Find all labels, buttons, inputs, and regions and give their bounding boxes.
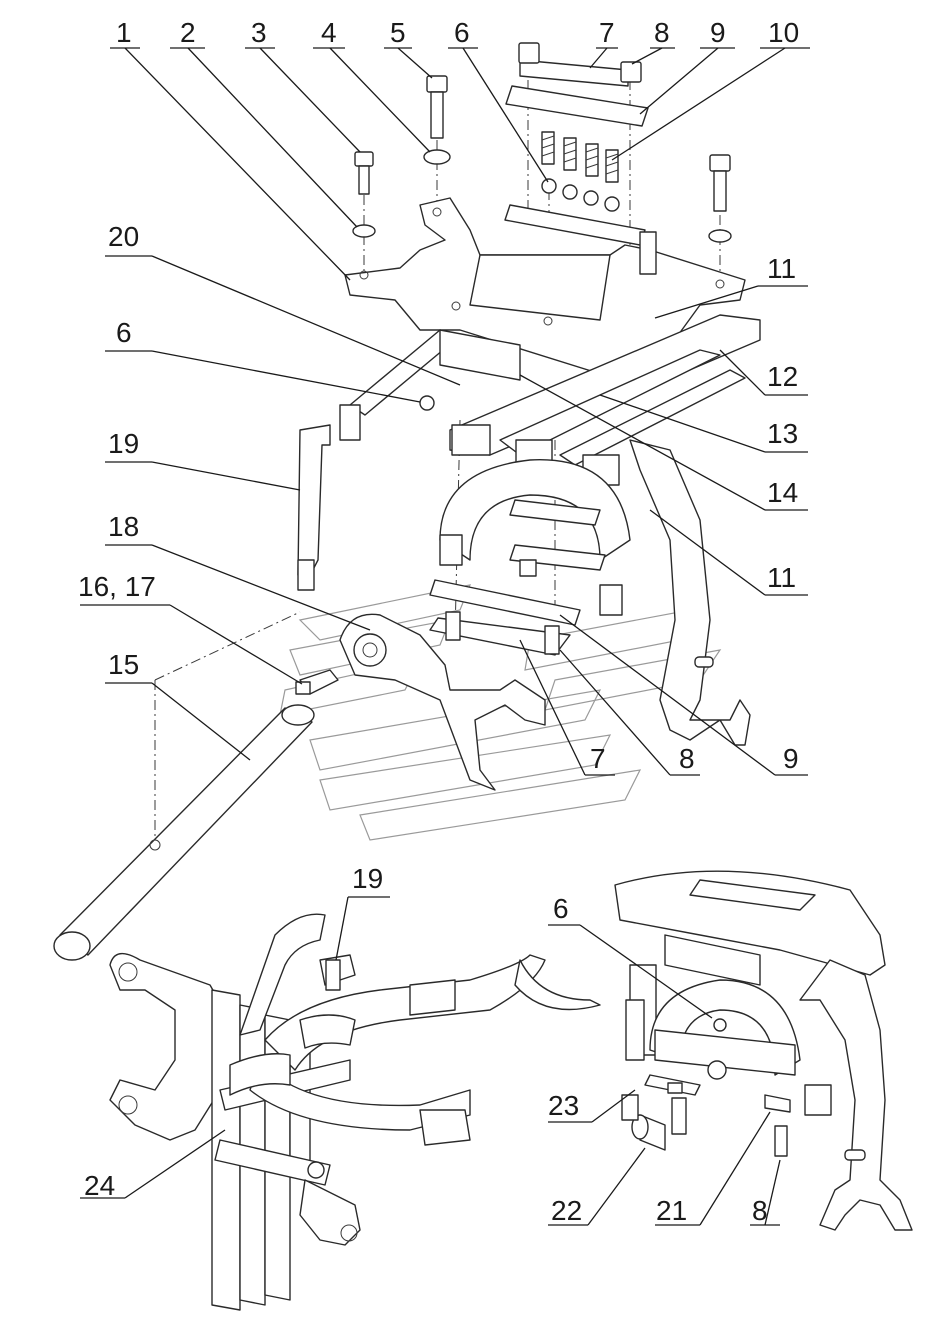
callout-13: 13 — [767, 418, 798, 449]
callout-7-bottom: 7 — [590, 743, 606, 774]
callout-18: 18 — [108, 511, 139, 542]
callout-labels: 1 2 3 4 5 6 7 8 9 10 11 12 13 14 11 20 6… — [78, 17, 799, 1226]
callout-11-lower: 11 — [767, 562, 796, 593]
callout-8-bottom: 8 — [679, 743, 695, 774]
callout-6-right: 6 — [553, 893, 569, 924]
callout-7-top: 7 — [599, 17, 615, 48]
callout-22: 22 — [551, 1195, 582, 1226]
callout-16-17: 16, 17 — [78, 571, 156, 602]
callout-10: 10 — [768, 17, 799, 48]
callout-20: 20 — [108, 221, 139, 252]
callout-9-top: 9 — [710, 17, 726, 48]
callout-6-left: 6 — [116, 317, 132, 348]
callout-21: 21 — [656, 1195, 687, 1226]
callout-14: 14 — [767, 477, 798, 508]
leader-lines — [80, 47, 810, 1226]
callout-19-bottom: 19 — [352, 863, 383, 894]
callout-24: 24 — [84, 1170, 115, 1201]
springs — [541, 131, 619, 183]
callout-8-top: 8 — [654, 17, 670, 48]
callout-11-upper: 11 — [767, 253, 796, 284]
callout-12: 12 — [767, 361, 798, 392]
bottom-right-view — [614, 870, 913, 1231]
callout-8-right: 8 — [752, 1195, 768, 1226]
callout-19-top: 19 — [108, 428, 139, 459]
callout-9-bottom: 9 — [783, 743, 799, 774]
callout-15: 15 — [108, 649, 139, 680]
watermark-logo — [279, 584, 722, 841]
callout-3: 3 — [251, 17, 267, 48]
callout-2: 2 — [180, 17, 196, 48]
callout-1: 1 — [116, 17, 132, 48]
top-exploded-view — [53, 42, 761, 961]
callout-23: 23 — [548, 1090, 579, 1121]
bottom-left-view — [109, 913, 601, 1311]
callout-6-top: 6 — [454, 17, 470, 48]
callout-4: 4 — [321, 17, 337, 48]
callout-5: 5 — [390, 17, 406, 48]
